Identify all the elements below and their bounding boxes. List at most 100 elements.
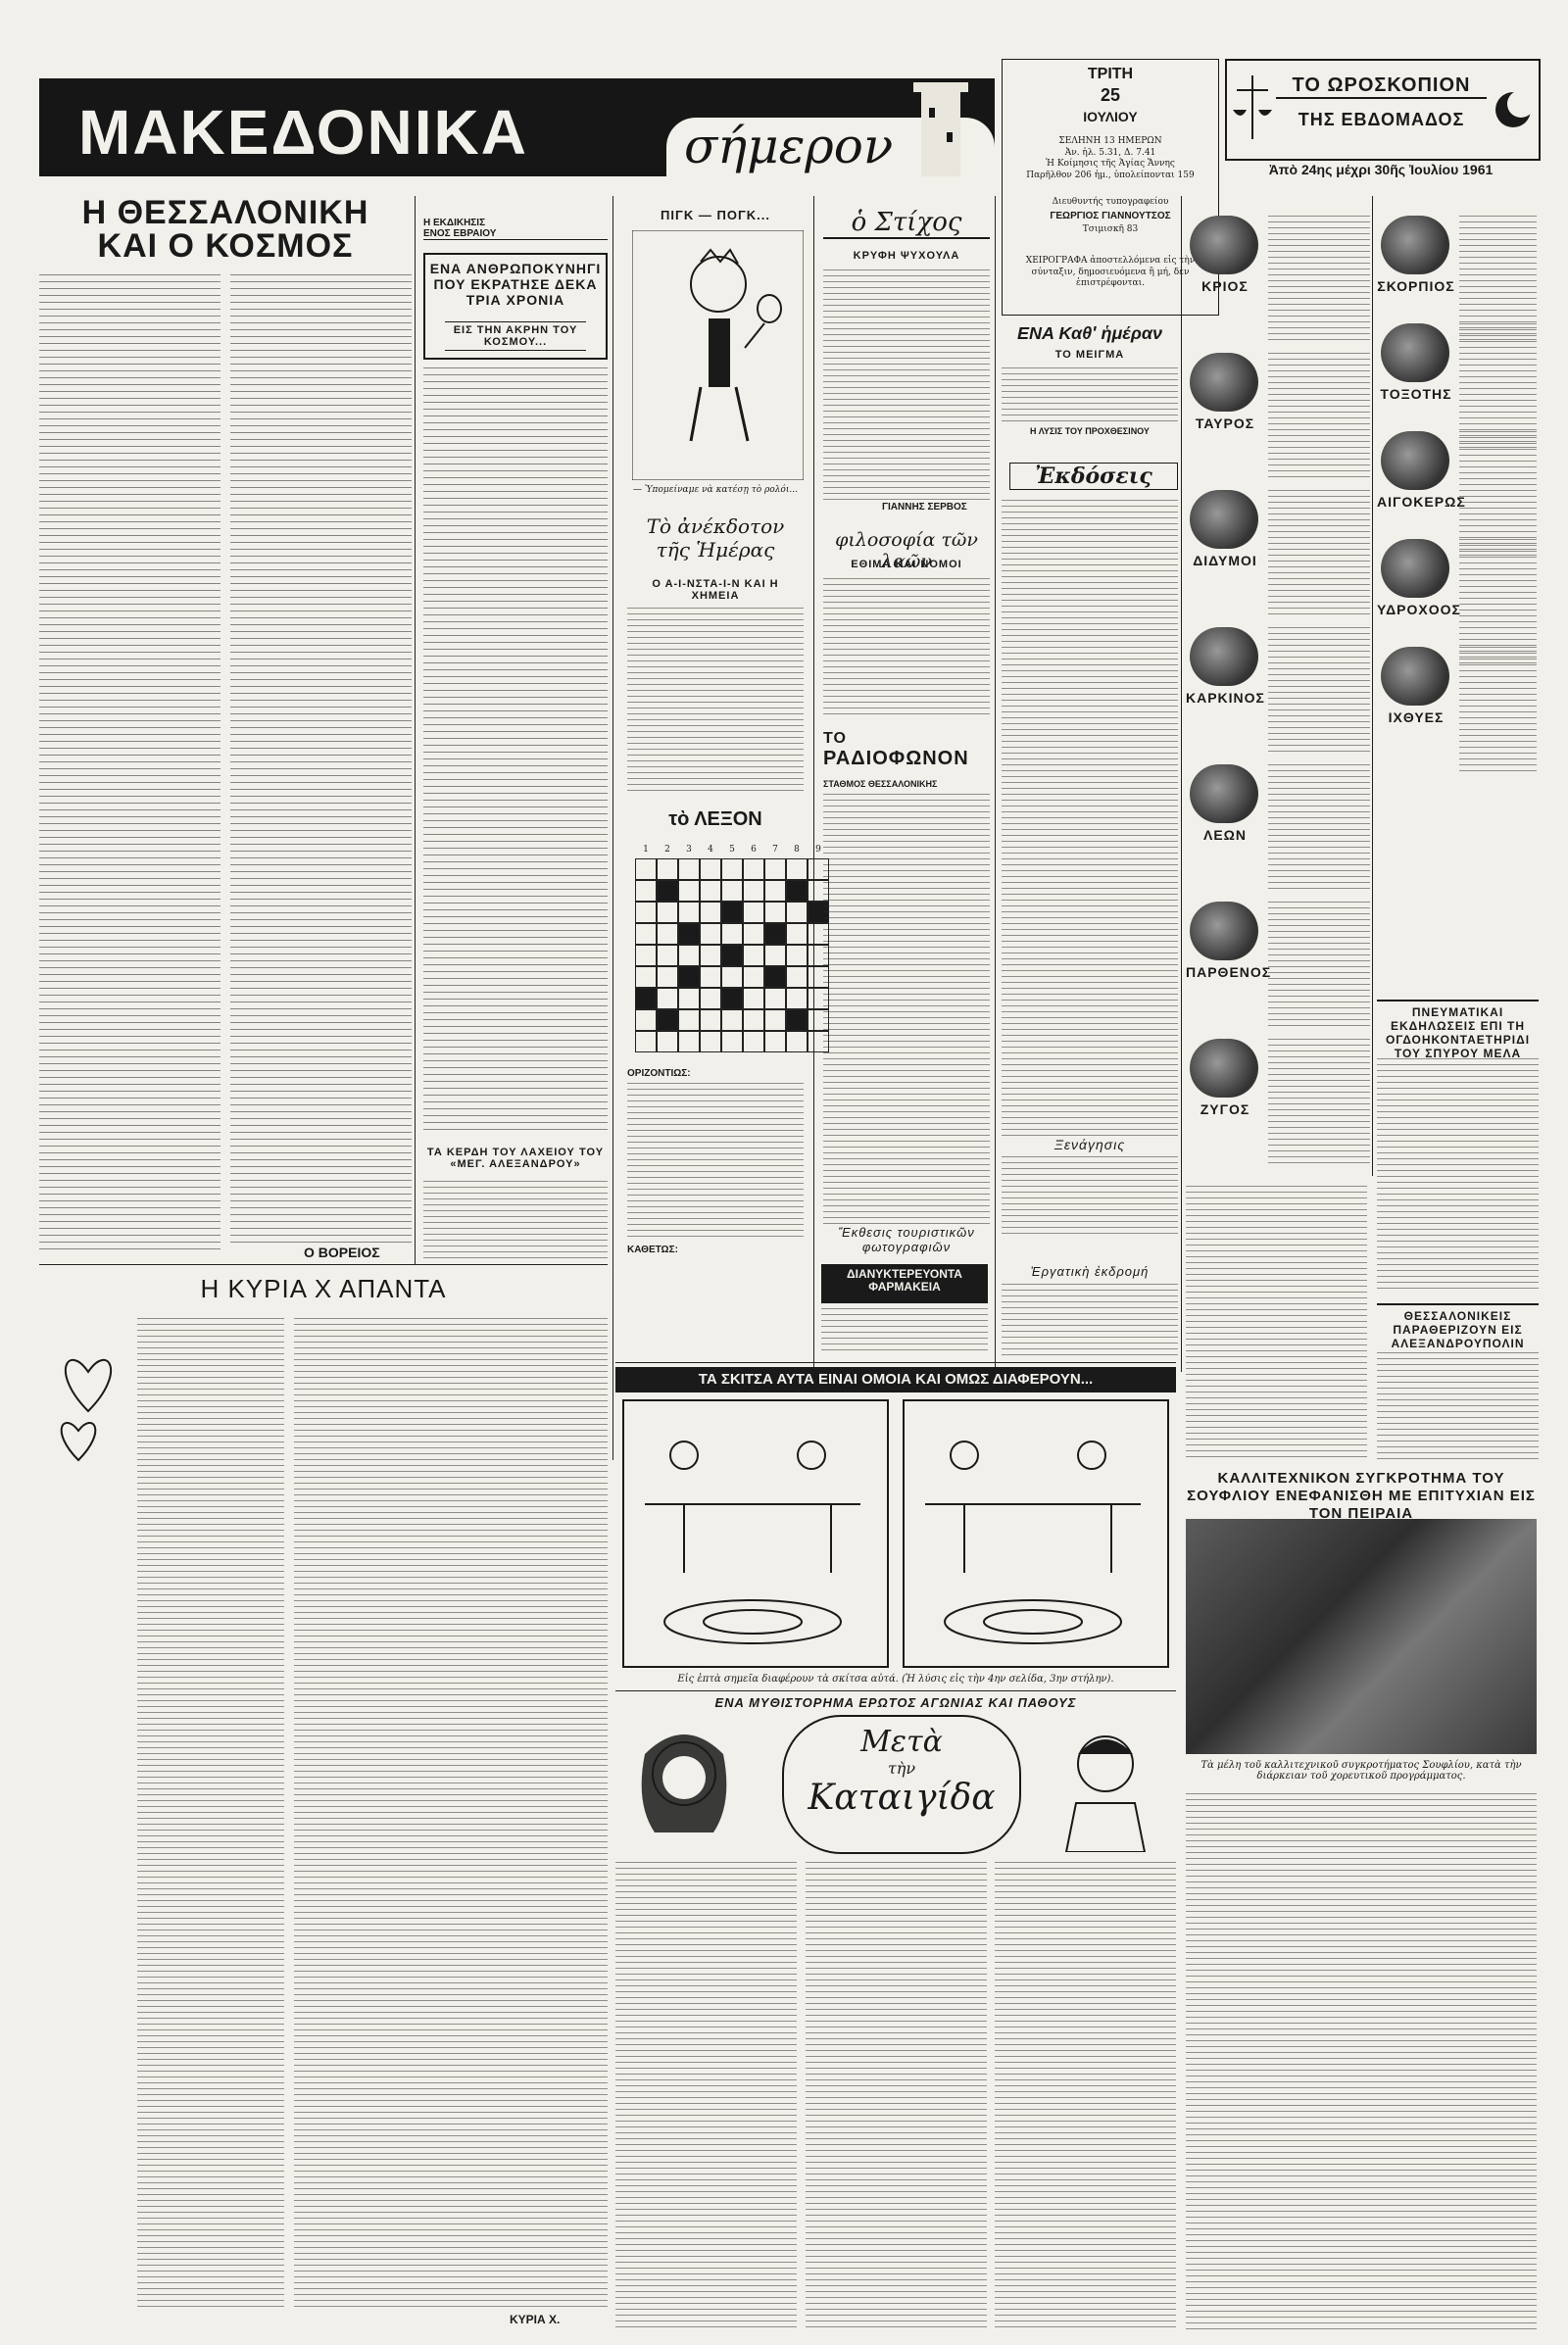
crossword-cell[interactable] xyxy=(764,966,786,988)
crossword-cell[interactable] xyxy=(657,1031,678,1052)
soufli-photo xyxy=(1186,1519,1537,1754)
crossword-cell[interactable] xyxy=(743,1031,764,1052)
crossword-cell[interactable] xyxy=(700,902,721,923)
crossword-cell[interactable] xyxy=(743,902,764,923)
crossword-cell[interactable] xyxy=(721,1009,743,1031)
crossword-cell[interactable] xyxy=(700,1031,721,1052)
horoscope-title-1: ΤΟ ΩΡΟΣΚΟΠΙΟΝ xyxy=(1276,74,1487,99)
crossword-cell[interactable] xyxy=(721,966,743,988)
crossword-cell[interactable] xyxy=(743,988,764,1009)
crossword-cell[interactable] xyxy=(678,923,700,945)
crossword-cell[interactable] xyxy=(721,945,743,966)
crossword-cell[interactable] xyxy=(700,1009,721,1031)
crossword-cell[interactable] xyxy=(657,1009,678,1031)
crossword-cell[interactable] xyxy=(786,945,808,966)
zodiac-text xyxy=(1268,1039,1370,1166)
crossword-cell[interactable] xyxy=(743,945,764,966)
crossword-cell[interactable] xyxy=(700,858,721,880)
crossword-cell[interactable] xyxy=(700,988,721,1009)
crossword-cell[interactable] xyxy=(657,902,678,923)
filosofia-column xyxy=(823,578,990,715)
crossword-cell[interactable] xyxy=(635,858,657,880)
woman-illustration xyxy=(641,1734,727,1832)
zodiac-name: ΙΧΘΥΕΣ xyxy=(1388,709,1445,725)
crossword-cell[interactable] xyxy=(786,988,808,1009)
kyria-headline: Η ΚΥΡΙΑ Χ ΑΠΑΝΤΑ xyxy=(200,1274,447,1303)
soufli-headline: ΚΑΛΛΙΤΕΧΝΙΚΟΝ ΣΥΓΚΡΟΤΗΜΑ ΤΟΥ ΣΟΥΦΛΙΟΥ ΕΝ… xyxy=(1187,1470,1536,1522)
ekdromi-headline: Ἐργατικὴ ἐκδρομή xyxy=(1030,1264,1150,1279)
crossword-cell[interactable] xyxy=(657,880,678,902)
crossword-cell[interactable] xyxy=(678,966,700,988)
crossword-cell[interactable] xyxy=(657,858,678,880)
crossword-cell[interactable] xyxy=(721,923,743,945)
crossword-cell[interactable] xyxy=(700,945,721,966)
crossword-cell[interactable] xyxy=(786,902,808,923)
crossword-cell[interactable] xyxy=(721,880,743,902)
zodiac-name: ΚΡΙΟΣ xyxy=(1201,278,1249,294)
crossword-cell[interactable] xyxy=(721,902,743,923)
crossword-cell[interactable] xyxy=(678,1009,700,1031)
crossword-cell[interactable] xyxy=(764,902,786,923)
crossword-cell[interactable] xyxy=(764,945,786,966)
crossword-cell[interactable] xyxy=(786,966,808,988)
crossword-cell[interactable] xyxy=(743,858,764,880)
crossword-cell[interactable] xyxy=(678,880,700,902)
zodiac-icon xyxy=(1381,539,1449,598)
crossword-cell[interactable] xyxy=(678,945,700,966)
crossword-cell[interactable] xyxy=(635,988,657,1009)
crossword-cell[interactable] xyxy=(700,966,721,988)
ekdoseis-column xyxy=(1002,500,1178,1137)
crossword-cell[interactable] xyxy=(764,988,786,1009)
crossword-cell[interactable] xyxy=(786,1009,808,1031)
crossword-cell[interactable] xyxy=(635,923,657,945)
ekdoseis-headline: Ἐκδόσεις xyxy=(1009,463,1178,490)
zodiac-icon xyxy=(1190,627,1258,686)
crossword-number: 1 xyxy=(643,845,649,855)
crossword-cell[interactable] xyxy=(657,945,678,966)
crossword-cell[interactable] xyxy=(635,1031,657,1052)
crossword-cell[interactable] xyxy=(786,923,808,945)
crossword-cell[interactable] xyxy=(678,1031,700,1052)
thessaloniki-signoff: Ο ΒΟΡΕΙΟΣ xyxy=(304,1245,380,1260)
crossword-cell[interactable] xyxy=(743,880,764,902)
crossword-cell[interactable] xyxy=(764,880,786,902)
crossword-cell[interactable] xyxy=(635,945,657,966)
crossword-cell[interactable] xyxy=(786,1031,808,1052)
crossword-cell[interactable] xyxy=(743,923,764,945)
crossword-cell[interactable] xyxy=(786,858,808,880)
crossword-cell[interactable] xyxy=(743,966,764,988)
crossword-cell[interactable] xyxy=(764,858,786,880)
crossword-cell[interactable] xyxy=(786,880,808,902)
crossword-cell[interactable] xyxy=(743,1009,764,1031)
filosofia-headline: φιλοσοφία τῶν λαῶν xyxy=(835,529,978,572)
sketches-headline: ΤΑ ΣΚΙΤΣΑ ΑΥΤΑ ΕΙΝΑΙ ΟΜΟΙΑ ΚΑΙ ΟΜΩΣ ΔΙΑΦ… xyxy=(615,1367,1176,1392)
crossword-cell[interactable] xyxy=(657,923,678,945)
man-illustration xyxy=(1064,1735,1147,1852)
crossword-cell[interactable] xyxy=(764,1009,786,1031)
crossword-across-label: ΟΡΙΖΟΝΤΙΩΣ: xyxy=(627,1068,691,1079)
crossword-cell[interactable] xyxy=(764,923,786,945)
crossword-cell[interactable] xyxy=(721,1031,743,1052)
crossword-cell[interactable] xyxy=(764,1031,786,1052)
crossword-cell[interactable] xyxy=(678,902,700,923)
crossword-number: 5 xyxy=(729,845,735,855)
printer-address: Τσιμισκῆ 83 xyxy=(1082,224,1139,234)
crossword-title: τὸ ΛΕΞΟΝ xyxy=(668,808,762,830)
crossword-cell[interactable] xyxy=(635,966,657,988)
sketches-illustration xyxy=(622,1399,1169,1668)
zodiac-icon xyxy=(1381,431,1449,490)
crossword-cell[interactable] xyxy=(657,966,678,988)
filosofia-title: ΕΘΙΜΑ ΚΑΙ ΝΟΜΟΙ xyxy=(851,559,962,570)
crossword-cell[interactable] xyxy=(635,902,657,923)
crossword-cell[interactable] xyxy=(700,923,721,945)
crossword-cell[interactable] xyxy=(721,988,743,1009)
crossword-cell[interactable] xyxy=(657,988,678,1009)
crossword-cell[interactable] xyxy=(721,858,743,880)
crossword-cell[interactable] xyxy=(700,880,721,902)
crossword-cell[interactable] xyxy=(678,988,700,1009)
crossword-cell[interactable] xyxy=(635,880,657,902)
headline-line: ΤΟ xyxy=(823,730,847,747)
crossword-cell[interactable] xyxy=(678,858,700,880)
crossword-cell[interactable] xyxy=(635,1009,657,1031)
